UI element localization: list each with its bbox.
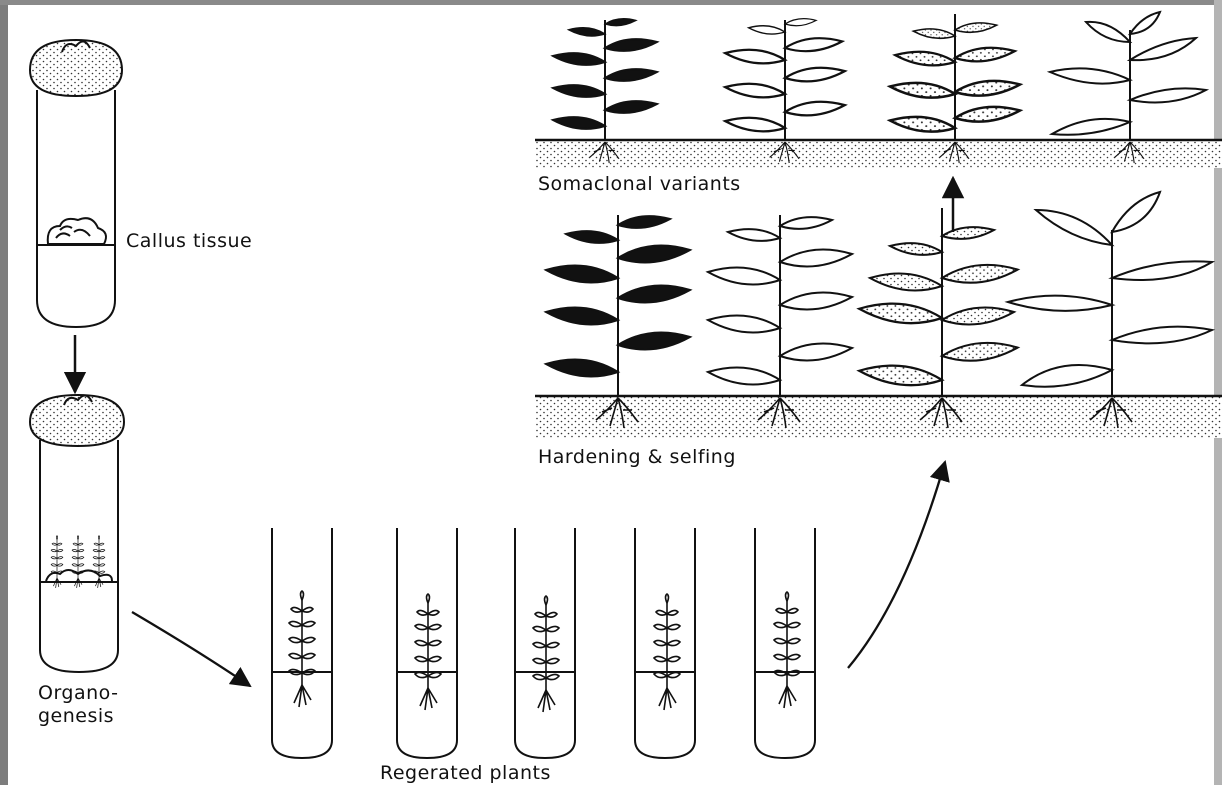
regenerated-tube-3 [515,528,575,758]
regenerated-tube-2 [397,528,457,758]
regenerated-tube-5 [755,528,815,758]
frame-left [0,0,8,785]
arrow-regenerated-to-hardening [848,462,945,668]
hardening-soil [535,396,1222,438]
callus-tube [30,40,122,327]
organogenesis-tube [30,395,124,672]
regenerated-tube-1 [272,528,332,758]
label-organo-line2: genesis [38,705,114,727]
frame-right [1214,0,1222,785]
label-hardening-selfing: Hardening & selfing [538,446,736,468]
frame-top [0,0,1222,5]
regenerated-tube-4 [635,528,695,758]
label-somaclonal-variants: Somaclonal variants [538,173,741,195]
arrow-organogenesis-to-regenerated [132,612,250,686]
label-regenerated-plants: Regerated plants [380,762,551,784]
label-organo-line1: Organo- [38,682,119,704]
hardening-plant-4 [1008,192,1212,428]
label-callus-tissue: Callus tissue [126,230,252,252]
